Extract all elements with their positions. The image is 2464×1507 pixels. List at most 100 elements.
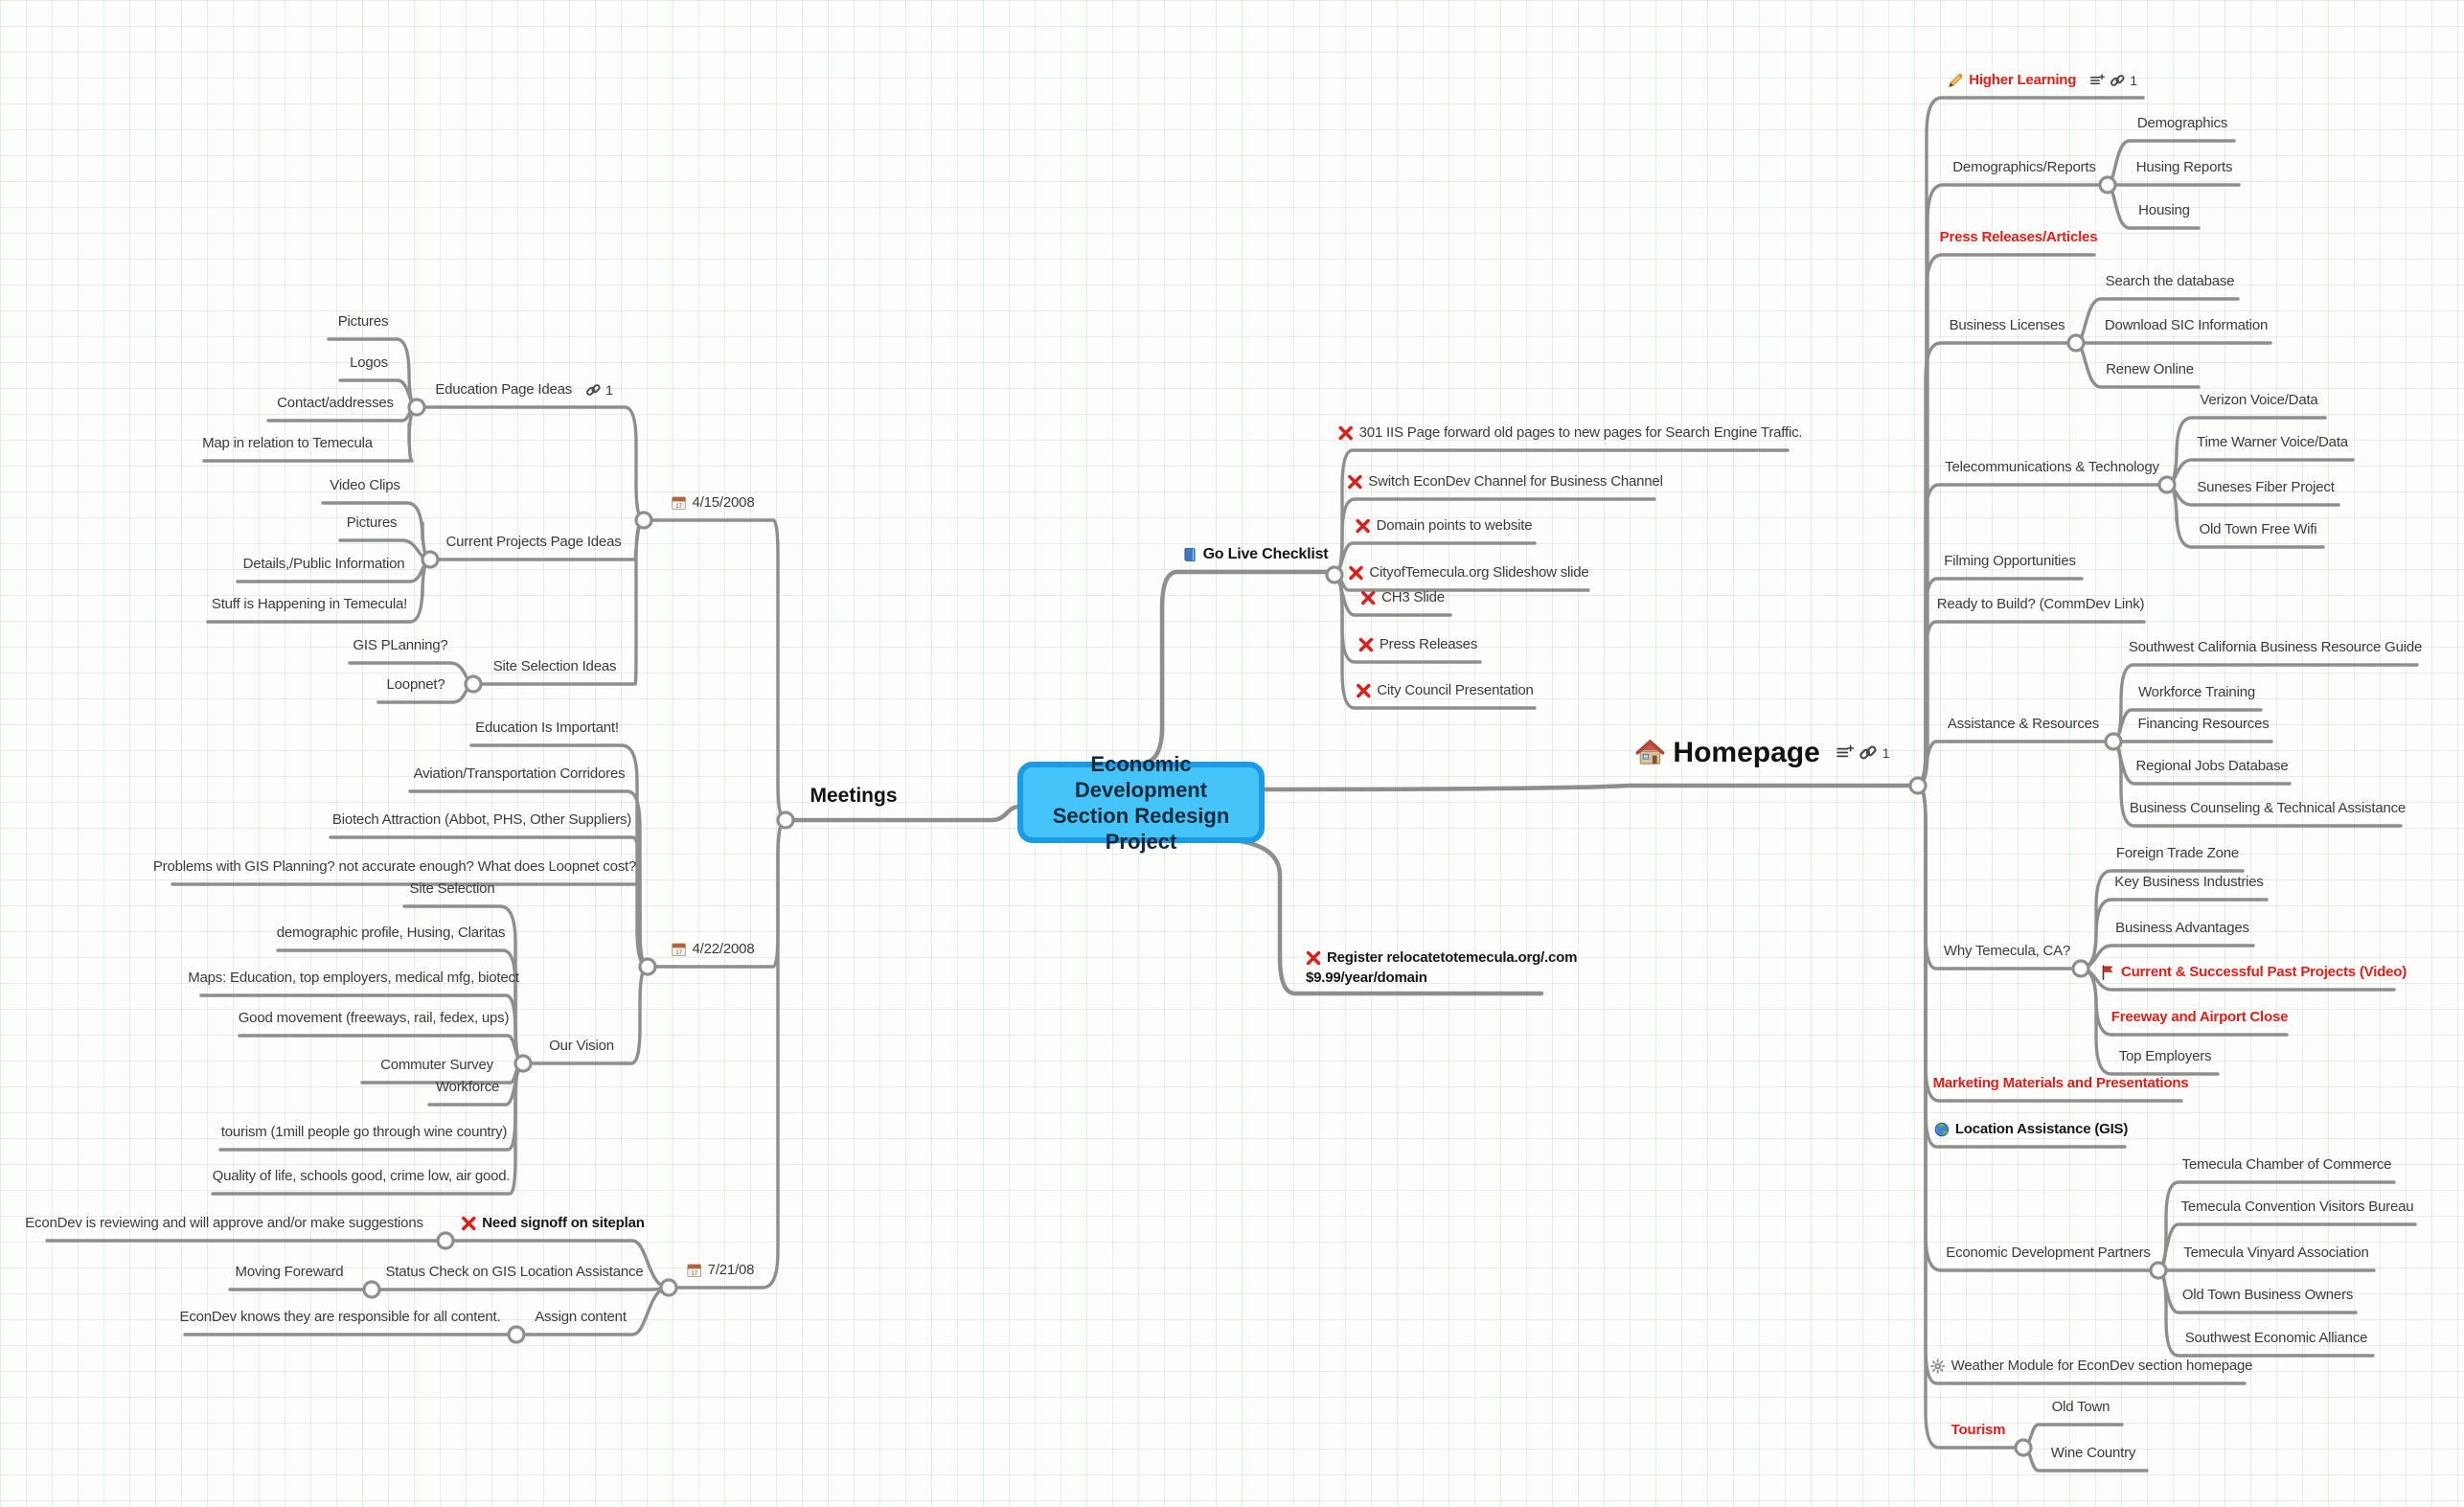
node-current-successful-projects[interactable]: Current & Successful Past Projects (Vide… (2100, 963, 2407, 982)
node-telecommunications-technology[interactable]: Telecommunications & Technology (1945, 458, 2159, 477)
node-gis-planning-question[interactable]: GIS PLanning? (353, 636, 447, 655)
node-econdev-is-reviewing[interactable]: EconDev is reviewing and will approve an… (25, 1214, 423, 1233)
node-register-domain[interactable]: Register relocatetotemecula.org/.com$9.9… (1306, 948, 1577, 987)
node-video-clips[interactable]: Video Clips (330, 476, 400, 495)
node-demographics-reports[interactable]: Demographics/Reports (1952, 158, 2096, 177)
node-contact-addresses[interactable]: Contact/addresses (277, 394, 394, 413)
node-location-assistance-gis[interactable]: Location Assistance (GIS) (1934, 1120, 2128, 1139)
node-aviation-transportation-corridores[interactable]: Aviation/Transportation Corridores (414, 765, 626, 784)
node-business-licenses[interactable]: Business Licenses (1950, 316, 2065, 335)
branch-junction[interactable] (407, 398, 426, 417)
node-econdev-knows-responsible[interactable]: EconDev knows they are responsible for a… (180, 1308, 501, 1327)
node-demographics[interactable]: Demographics (2137, 114, 2228, 133)
node-filming-opportunities[interactable]: Filming Opportunities (1944, 552, 2076, 571)
node-husing-reports[interactable]: Husing Reports (2136, 158, 2233, 177)
node-assistance-resources[interactable]: Assistance & Resources (1948, 715, 2099, 734)
node-item-switch-econdev-channel[interactable]: Switch EconDev Channel for Business Chan… (1347, 472, 1663, 491)
node-meetings[interactable]: Meetings (810, 786, 897, 806)
node-economic-development-partners[interactable]: Economic Development Partners (1946, 1244, 2151, 1263)
node-site-selection[interactable]: Site Selection (410, 879, 495, 899)
branch-junction[interactable] (362, 1280, 381, 1299)
branch-junction[interactable] (2098, 175, 2117, 194)
node-suneses-fiber-project[interactable]: Suneses Fiber Project (2197, 478, 2335, 497)
node-status-check-gis[interactable]: Status Check on GIS Location Assistance (385, 1263, 643, 1282)
branch-junction[interactable] (464, 674, 483, 694)
branch-junction[interactable] (2149, 1261, 2168, 1280)
node-biotech-attraction[interactable]: Biotech Attraction (Abbot, PHS, Other Su… (332, 811, 631, 830)
branch-junction[interactable] (1325, 565, 1344, 584)
node-item-301-iis-forward[interactable]: 301 IIS Page forward old pages to new pa… (1338, 423, 1803, 443)
node-item-ch3-slide[interactable]: CH3 Slide (1360, 588, 1445, 607)
node-ready-to-build[interactable]: Ready to Build? (CommDev Link) (1937, 595, 2145, 614)
branch-junction[interactable] (2014, 1438, 2033, 1457)
node-time-warner-voice-data[interactable]: Time Warner Voice/Data (2197, 433, 2348, 452)
node-verizon-voice-data[interactable]: Verizon Voice/Data (2200, 391, 2317, 410)
node-stuff-is-happening[interactable]: Stuff is Happening in Temecula! (212, 595, 407, 614)
branch-junction[interactable] (634, 511, 653, 530)
node-need-signoff-on-siteplan[interactable]: Need signoff on siteplan (461, 1214, 645, 1233)
node-quality-of-life[interactable]: Quality of life, schools good, crime low… (213, 1167, 511, 1186)
branch-junction[interactable] (507, 1325, 526, 1344)
branch-junction[interactable] (513, 1054, 533, 1073)
branch-junction[interactable] (638, 957, 657, 976)
branch-junction[interactable] (2066, 333, 2086, 353)
node-old-town-business-owners[interactable]: Old Town Business Owners (2182, 1286, 2354, 1305)
node-temecula-vinyard-association[interactable]: Temecula Vinyard Association (2183, 1244, 2369, 1263)
branch-junction[interactable] (436, 1231, 455, 1250)
node-temecula-convention-visitors-bureau[interactable]: Temecula Convention Visitors Bureau (2181, 1198, 2414, 1217)
node-renew-online[interactable]: Renew Online (2106, 360, 2194, 379)
branch-junction[interactable] (659, 1278, 678, 1297)
node-pictures-education[interactable]: Pictures (338, 312, 389, 331)
node-key-business-industries[interactable]: Key Business Industries (2114, 873, 2264, 892)
node-business-counseling[interactable]: Business Counseling & Technical Assistan… (2130, 799, 2406, 818)
node-logos[interactable]: Logos (350, 354, 388, 373)
node-top-employers[interactable]: Top Employers (2119, 1047, 2212, 1066)
node-commuter-survey[interactable]: Commuter Survey (380, 1056, 493, 1075)
node-press-releases-articles[interactable]: Press Releases/Articles (1940, 228, 2098, 247)
node-our-vision[interactable]: Our Vision (549, 1037, 614, 1056)
node-download-sic-information[interactable]: Download SIC Information (2105, 316, 2268, 335)
node-item-press-releases[interactable]: Press Releases (1358, 635, 1477, 654)
node-wine-country[interactable]: Wine Country (2051, 1444, 2136, 1463)
node-weather-module[interactable]: Weather Module for EconDev section homep… (1930, 1357, 2253, 1376)
node-financing-resources[interactable]: Financing Resources (2137, 715, 2269, 734)
branch-junction[interactable] (2157, 475, 2177, 494)
node-problems-with-gis-planning[interactable]: Problems with GIS Planning? not accurate… (153, 857, 636, 877)
node-old-town-free-wifi[interactable]: Old Town Free Wifi (2200, 520, 2317, 539)
branch-junction[interactable] (2071, 959, 2090, 978)
node-temecula-chamber-of-commerce[interactable]: Temecula Chamber of Commerce (2182, 1155, 2392, 1175)
node-item-city-council-presentation[interactable]: City Council Presentation (1356, 681, 1534, 700)
node-old-town[interactable]: Old Town (2052, 1398, 2110, 1417)
node-search-the-database[interactable]: Search the database (2106, 272, 2235, 291)
node-go-live-checklist[interactable]: Go Live Checklist (1182, 545, 1329, 564)
node-why-temecula[interactable]: Why Temecula, CA? (1944, 942, 2070, 961)
node-tourism[interactable]: Tourism (1951, 1421, 2006, 1440)
node-item-slideshow-slide[interactable]: CityofTemecula.org Slideshow slide (1348, 563, 1589, 582)
node-freeway-airport-close[interactable]: Freeway and Airport Close (2111, 1008, 2289, 1027)
node-loopnet-question[interactable]: Loopnet? (387, 675, 445, 695)
node-map-in-relation-to-temecula[interactable]: Map in relation to Temecula (202, 434, 373, 453)
node-moving-foreward[interactable]: Moving Foreward (236, 1263, 344, 1282)
node-workforce-training[interactable]: Workforce Training (2138, 683, 2255, 702)
node-details-public-information[interactable]: Details,/Public Information (243, 555, 405, 574)
node-current-projects-page-ideas[interactable]: Current Projects Page Ideas (445, 533, 621, 552)
node-assign-content[interactable]: Assign content (535, 1308, 627, 1327)
node-good-movement[interactable]: Good movement (freeways, rail, fedex, up… (239, 1009, 510, 1028)
node-workforce[interactable]: Workforce (436, 1078, 499, 1097)
node-sw-ca-business-resource-guide[interactable]: Southwest California Business Resource G… (2129, 638, 2423, 657)
node-housing[interactable]: Housing (2138, 201, 2190, 220)
node-item-domain-points[interactable]: Domain points to website (1356, 516, 1533, 536)
node-regional-jobs-database[interactable]: Regional Jobs Database (2135, 757, 2288, 776)
node-business-advantages[interactable]: Business Advantages (2115, 919, 2249, 938)
node-pictures-current-projects[interactable]: Pictures (347, 514, 398, 533)
branch-junction[interactable] (421, 550, 440, 569)
node-maps-education-employers[interactable]: Maps: Education, top employers, medical … (188, 969, 519, 988)
node-marketing-materials[interactable]: Marketing Materials and Presentations (1933, 1074, 2189, 1093)
node-southwest-economic-alliance[interactable]: Southwest Economic Alliance (2185, 1329, 2368, 1348)
root-topic[interactable]: Economic Development Section Redesign Pr… (1017, 752, 1265, 854)
